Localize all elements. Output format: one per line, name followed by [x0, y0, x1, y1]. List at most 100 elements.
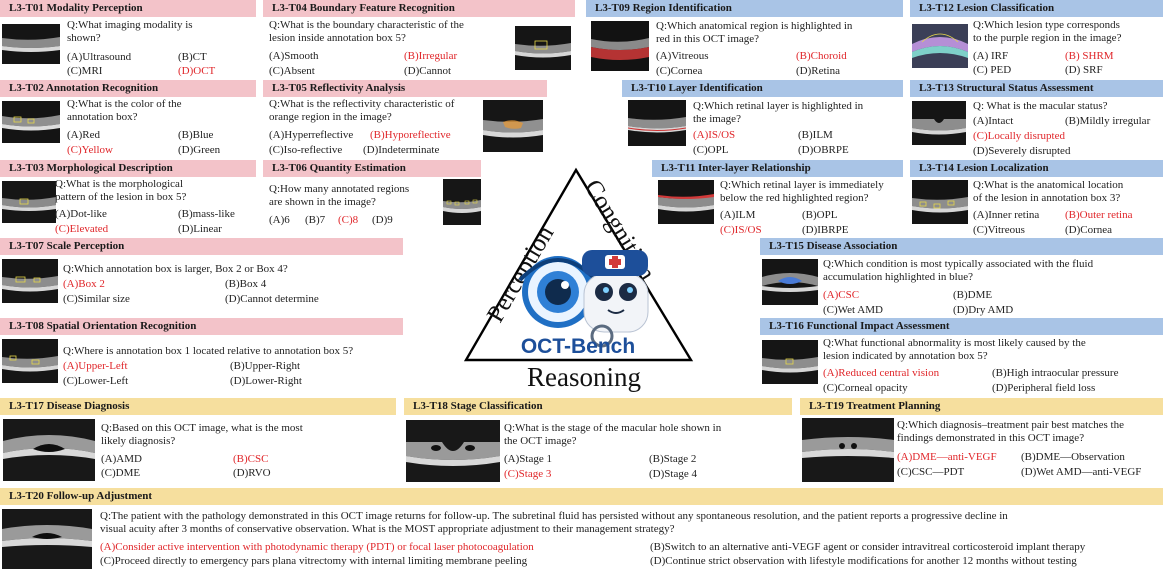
oct-bench-logo-text: OCT-Bench [521, 335, 635, 358]
question-text: Q:The patient with the pathology demonst… [100, 510, 1008, 536]
option-c: (C)Iso-reflective [269, 144, 343, 156]
option-d: (D)Continue strict observation with life… [650, 555, 1077, 567]
option-a: (A)Ultrasound [67, 51, 132, 63]
option-b: (B)mass-like [178, 208, 235, 220]
option-b-correct: (B) SHRM [1065, 50, 1114, 62]
option-c-correct: (C)Yellow [67, 144, 113, 156]
framework-triangle: Perception Congnition Reasoning [462, 164, 698, 396]
task-card-t14: L3-T14 Lesion Localization Q:What is the… [910, 160, 1163, 238]
option-d: (D)Cannot [404, 65, 452, 77]
option-c-correct: (C)8 [338, 214, 359, 226]
option-d: (D)Green [178, 144, 221, 156]
option-b-correct: (B)Hyporeflective [370, 129, 451, 141]
reasoning-label: Reasoning [527, 362, 641, 392]
oct-image [483, 100, 543, 152]
option-d: (D)IBRPE [802, 224, 849, 236]
oct-image [3, 419, 95, 481]
option-c: (C)Absent [269, 65, 315, 77]
option-c: (C)Similar size [63, 293, 130, 305]
option-c: (C) PED [973, 64, 1012, 76]
task-header: L3-T09 Region Identification [586, 0, 903, 17]
oct-image [2, 101, 60, 143]
task-header: L3-T15 Disease Association [760, 238, 1163, 255]
option-a: (A)Stage 1 [504, 453, 552, 465]
task-card-t20: L3-T20 Follow-up Adjustment Q:The patien… [0, 488, 1163, 570]
task-header: L3-T14 Lesion Localization [910, 160, 1163, 177]
oct-image [912, 101, 966, 145]
option-d: (D)Wet AMD—anti-VEGF [1021, 466, 1142, 478]
task-card-t01: L3-T01 Modality Perception Q:What imagin… [0, 0, 256, 80]
option-b: (B)Mildly irregular [1065, 115, 1151, 127]
option-a: (A)Hyperreflective [269, 129, 354, 141]
triangle-graphic: Perception Congnition Reasoning [463, 167, 694, 392]
option-b-correct: (B)Outer retina [1065, 209, 1133, 221]
option-a-correct: (A)Consider active intervention with pho… [100, 541, 534, 553]
option-d: (D)Linear [178, 223, 222, 235]
option-a-correct: (A)Box 2 [63, 278, 105, 290]
task-card-t03: L3-T03 Morphological Description Q:What … [0, 160, 256, 238]
oct-image [2, 181, 56, 223]
option-a: (A)AMD [101, 453, 142, 465]
task-header: L3-T06 Quantity Estimation [263, 160, 481, 177]
option-c-correct: (C)Locally disrupted [973, 130, 1065, 142]
oct-image [628, 100, 686, 146]
option-c: (C)Lower-Left [63, 375, 129, 387]
oct-image [2, 339, 58, 383]
option-a-correct: (A)Reduced central vision [823, 367, 940, 379]
task-card-t02: L3-T02 Annotation Recognition Q:What is … [0, 80, 256, 160]
option-d: (D)Peripheral field loss [992, 382, 1096, 394]
task-card-t10: L3-T10 Layer Identification Q:Which reti… [622, 80, 903, 160]
task-card-t12: L3-T12 Lesion Classification Q:Which les… [910, 0, 1163, 80]
task-header: L3-T02 Annotation Recognition [0, 80, 256, 97]
task-card-t07: L3-T07 Scale Perception Q:Which annotati… [0, 238, 403, 318]
question-text: Q: What is the macular status? [973, 100, 1108, 112]
question-text: Q:What is the stage of the macular hole … [504, 422, 722, 448]
task-header: L3-T20 Follow-up Adjustment [0, 488, 1163, 505]
option-d: (D)Stage 4 [649, 468, 697, 480]
option-c: (C)Corneal opacity [823, 382, 908, 394]
option-a: (A) IRF [973, 50, 1009, 62]
question-text: Q:What is the reflectivity characteristi… [269, 98, 455, 124]
option-d: (D)OBRPE [798, 144, 849, 156]
option-a: (A)Red [67, 129, 100, 141]
option-d: (D)Retina [796, 65, 840, 77]
oct-image [591, 21, 649, 71]
option-c-correct: (C)IS/OS [720, 224, 762, 236]
option-d: (D)Lower-Right [230, 375, 302, 387]
option-c-correct: (C)Stage 3 [504, 468, 552, 480]
task-header: L3-T05 Reflectivity Analysis [263, 80, 547, 97]
task-card-t06: L3-T06 Quantity Estimation Q:How many an… [263, 160, 481, 238]
option-b: (B)Box 4 [225, 278, 267, 290]
option-d: (D)Dry AMD [953, 304, 1014, 316]
question-text: Q:Based on this OCT image, what is the m… [101, 422, 303, 448]
option-b: (B)Stage 2 [649, 453, 697, 465]
option-a: (A)Dot-like [55, 208, 107, 220]
option-a: (A)Intact [973, 115, 1014, 127]
option-b-correct: (B)Irregular [404, 50, 458, 62]
option-a-correct: (A)DME—anti-VEGF [897, 451, 997, 463]
question-text: Q:What is the boundary characteristic of… [269, 19, 464, 45]
option-a: (A)Inner retina [973, 209, 1040, 221]
oct-image [762, 259, 818, 305]
task-header: L3-T16 Functional Impact Assessment [760, 318, 1163, 335]
task-header: L3-T07 Scale Perception [0, 238, 403, 255]
option-b: (B)Blue [178, 129, 214, 141]
task-card-t11: L3-T11 Inter-layer Relationship Q:Which … [652, 160, 903, 238]
oct-image [2, 509, 92, 569]
option-c: (C)DME [101, 467, 141, 479]
question-text: Q:Where is annotation box 1 located rela… [63, 345, 354, 357]
option-a-correct: (A)IS/OS [693, 129, 736, 141]
oct-image [762, 340, 818, 384]
task-header: L3-T18 Stage Classification [404, 398, 792, 415]
question-text: Q:What functional abnormality is most li… [823, 337, 1086, 363]
option-c: (C)Proceed directly to emergency pars pl… [100, 555, 528, 567]
robot-doctor-icon [582, 250, 649, 348]
option-a-correct: (A)CSC [823, 289, 860, 301]
task-header: L3-T04 Boundary Feature Recognition [263, 0, 575, 17]
task-card-t19: L3-T19 Treatment Planning Q:Which diagno… [800, 398, 1163, 486]
option-d: (D)Indeterminate [363, 144, 440, 156]
question-text: Q:Which diagnosis–treatment pair best ma… [897, 419, 1124, 445]
